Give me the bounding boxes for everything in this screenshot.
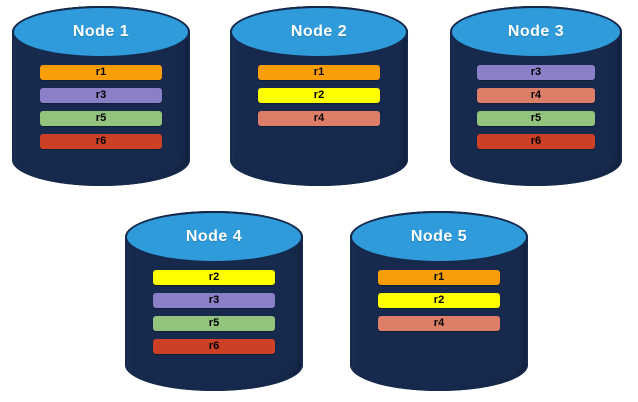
node-1-replica-list: r1 r3 r5 r6 [12, 65, 190, 150]
node-3-cylinder-top: Node 3 [450, 6, 622, 59]
node-4-replica-list: r2 r3 r5 r6 [125, 270, 303, 355]
node-1-replica-r6-label: r6 [95, 135, 107, 148]
node-1[interactable]: Node 1 r1 r3 r5 r6 [12, 6, 190, 186]
node-1-replica-r1[interactable]: r1 [39, 65, 163, 81]
node-5-replica-r4[interactable]: r4 [377, 316, 501, 332]
node-5[interactable]: Node 5 r1 r2 r4 [350, 211, 528, 391]
node-4-title: Node 4 [185, 228, 243, 246]
node-5-replica-r1[interactable]: r1 [377, 270, 501, 286]
node-4-replica-r6[interactable]: r6 [152, 339, 276, 355]
node-3[interactable]: Node 3 r3 r4 r5 r6 [450, 6, 622, 186]
node-1-replica-r1-label: r1 [95, 66, 107, 79]
node-4-cylinder-top: Node 4 [125, 211, 303, 264]
node-3-replica-r4[interactable]: r4 [476, 88, 596, 104]
node-2-replica-r2[interactable]: r2 [257, 88, 381, 104]
node-1-replica-r5[interactable]: r5 [39, 111, 163, 127]
node-1-replica-r6[interactable]: r6 [39, 134, 163, 150]
node-4-replica-r5-label: r5 [208, 317, 220, 330]
node-5-replica-r1-label: r1 [433, 271, 445, 284]
node-5-cylinder-top: Node 5 [350, 211, 528, 264]
node-3-replica-r3-label: r3 [530, 66, 542, 79]
node-5-replica-list: r1 r2 r4 [350, 270, 528, 332]
node-2-replica-list: r1 r2 r4 [230, 65, 408, 127]
node-1-replica-r5-label: r5 [95, 112, 107, 125]
node-2-replica-r1-label: r1 [313, 66, 325, 79]
node-2-replica-r2-label: r2 [313, 89, 325, 102]
node-5-replica-r4-label: r4 [433, 317, 445, 330]
node-3-replica-r5[interactable]: r5 [476, 111, 596, 127]
node-4-replica-r5[interactable]: r5 [152, 316, 276, 332]
node-4[interactable]: Node 4 r2 r3 r5 r6 [125, 211, 303, 391]
node-2-replica-r4-label: r4 [313, 112, 325, 125]
node-3-replica-r4-label: r4 [530, 89, 542, 102]
node-3-replica-list: r3 r4 r5 r6 [450, 65, 622, 150]
node-5-replica-r2[interactable]: r2 [377, 293, 501, 309]
node-2[interactable]: Node 2 r1 r2 r4 [230, 6, 408, 186]
node-3-replica-r5-label: r5 [530, 112, 542, 125]
node-3-replica-r6-label: r6 [530, 135, 542, 148]
node-2-replica-r1[interactable]: r1 [257, 65, 381, 81]
node-5-title: Node 5 [410, 228, 468, 246]
node-4-replica-r3[interactable]: r3 [152, 293, 276, 309]
node-1-title: Node 1 [72, 23, 130, 41]
node-3-replica-r3[interactable]: r3 [476, 65, 596, 81]
node-2-title: Node 2 [290, 23, 348, 41]
node-4-replica-r3-label: r3 [208, 294, 220, 307]
node-3-replica-r6[interactable]: r6 [476, 134, 596, 150]
node-2-replica-r4[interactable]: r4 [257, 111, 381, 127]
node-4-replica-r2[interactable]: r2 [152, 270, 276, 286]
node-1-cylinder-top: Node 1 [12, 6, 190, 59]
node-5-replica-r2-label: r2 [433, 294, 445, 307]
node-3-title: Node 3 [507, 23, 565, 41]
node-2-cylinder-top: Node 2 [230, 6, 408, 59]
node-4-replica-r6-label: r6 [208, 340, 220, 353]
node-4-replica-r2-label: r2 [208, 271, 220, 284]
node-1-replica-r3[interactable]: r3 [39, 88, 163, 104]
node-1-replica-r3-label: r3 [95, 89, 107, 102]
